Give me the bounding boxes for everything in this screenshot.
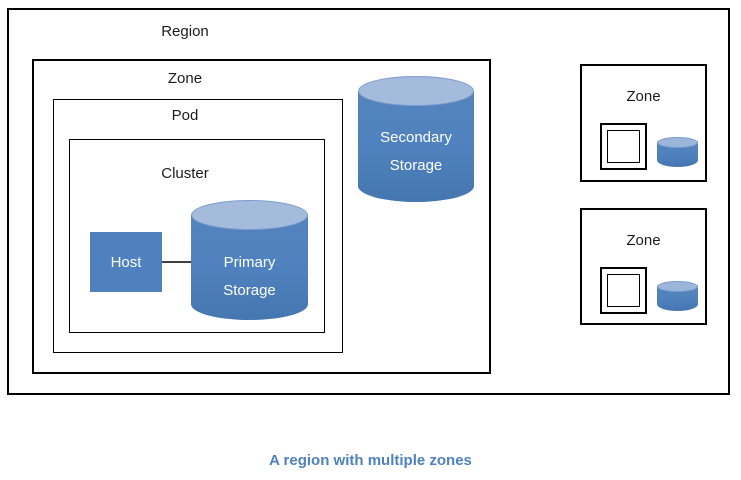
cylinder-top <box>657 137 698 148</box>
host-label: Host <box>110 253 142 271</box>
zone-box <box>32 59 491 374</box>
storage-cylinder-icon <box>657 281 698 311</box>
diagram-caption: A region with multiple zones <box>269 452 472 469</box>
zone-small-1-box: Zone <box>580 64 707 182</box>
inner-square <box>607 274 640 307</box>
cylinder-top <box>191 200 308 230</box>
secondary-storage-cylinder: Secondary Storage <box>358 76 474 202</box>
host-storage-connector-line <box>162 261 191 263</box>
primary-storage-cylinder: Primary Storage <box>191 200 308 320</box>
cylinder-top <box>358 76 474 106</box>
pod-box <box>53 99 343 353</box>
cylinder-top <box>657 281 698 292</box>
region-box <box>7 8 730 395</box>
host-box: Host <box>90 232 162 292</box>
zone-small-1-label: Zone <box>626 88 661 105</box>
cylinder-body <box>358 91 474 202</box>
cylinder-body <box>191 215 308 320</box>
zone-small-2-box: Zone <box>580 208 707 325</box>
nested-squares-icon <box>600 267 647 314</box>
secondary-storage-label-line1: Secondary <box>380 129 452 146</box>
inner-square <box>607 130 640 163</box>
primary-storage-label: Primary Storage <box>191 249 308 305</box>
nested-squares-icon <box>600 123 647 170</box>
zone-label: Zone <box>167 70 203 87</box>
storage-cylinder-icon <box>657 137 698 167</box>
secondary-storage-label-line2: Storage <box>389 157 443 174</box>
region-label: Region <box>161 23 209 40</box>
zone-small-2-label: Zone <box>626 232 661 249</box>
secondary-storage-label: Secondary Storage <box>358 124 474 180</box>
pod-label: Pod <box>171 107 199 124</box>
primary-storage-label-line1: Primary <box>223 254 276 271</box>
cluster-box <box>69 139 325 333</box>
primary-storage-label-line2: Storage <box>223 282 276 299</box>
cluster-label: Cluster <box>161 165 209 182</box>
